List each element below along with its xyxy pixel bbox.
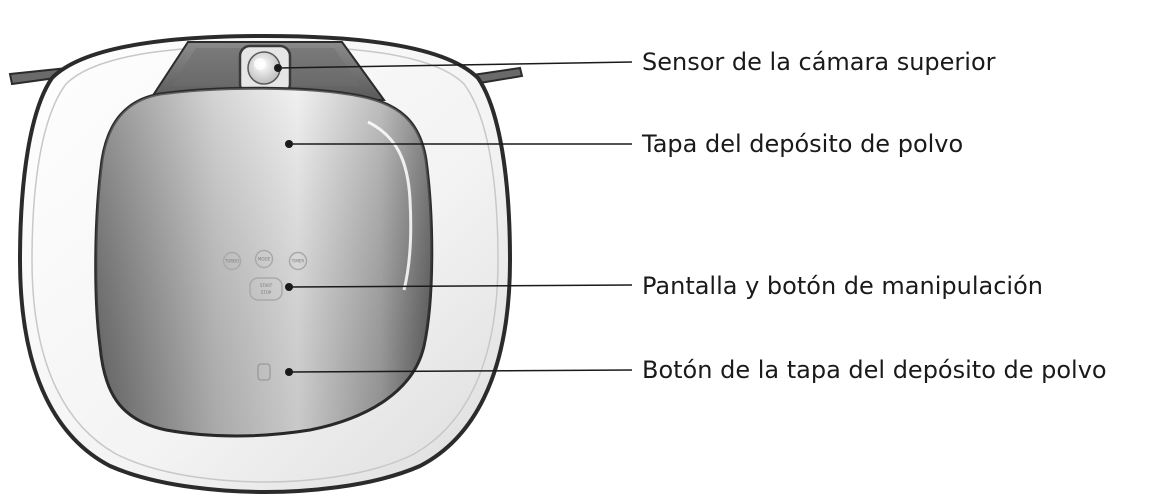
callout-leader-4 <box>285 368 633 376</box>
callout-label-lid-button: Botón de la tapa del depósito de polvo <box>642 356 1107 384</box>
svg-text:START: START <box>260 283 273 288</box>
callout-label-control-panel: Pantalla y botón de manipulación <box>642 272 1043 300</box>
callout-leader-3 <box>285 283 633 291</box>
svg-text:MODE: MODE <box>258 257 271 262</box>
callout-leader-1 <box>274 61 633 72</box>
control-panel: TURBO MODE TIMER START STOP <box>222 249 308 381</box>
panel-button-mode: MODE <box>254 249 274 269</box>
panel-button-timer: TIMER <box>288 251 308 271</box>
callout-label-camera-sensor: Sensor de la cámara superior <box>642 48 996 76</box>
callout-label-dust-bin-lid: Tapa del depósito de polvo <box>641 130 963 158</box>
panel-button-turbo: TURBO <box>222 251 242 271</box>
top-camera-sensor <box>238 44 292 96</box>
callout-leader-2 <box>285 140 632 148</box>
svg-text:TURBO: TURBO <box>224 259 239 264</box>
svg-text:STOP: STOP <box>261 290 272 295</box>
start-stop-button: START STOP <box>249 277 283 301</box>
svg-text:TIMER: TIMER <box>291 259 305 264</box>
dust-bin-lid <box>94 86 434 438</box>
dust-bin-release-button <box>257 363 271 381</box>
